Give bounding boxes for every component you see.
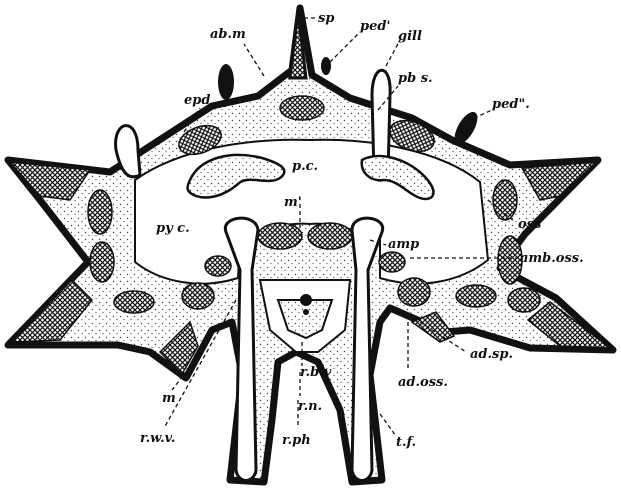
label-pyc: py c.: [156, 221, 190, 236]
lateral-ossicle: [90, 242, 114, 282]
lateral-ossicle: [114, 291, 154, 313]
label-epd: epd: [184, 93, 210, 108]
label-ped2: ped".: [492, 97, 530, 112]
lateral-ossicle: [498, 236, 522, 284]
label-amb-oss: amb.oss.: [520, 251, 584, 266]
ambulacral-ossicle: [205, 256, 231, 276]
lateral-ossicle: [508, 288, 540, 312]
label-mprime: m': [284, 195, 302, 210]
label-rph: r.ph: [282, 433, 311, 448]
adambulacral-ossicle: [182, 283, 214, 309]
ambulacral-ossicle: [258, 223, 302, 249]
label-ped1: ped': [360, 19, 390, 34]
adambulacral-ossicle: [398, 278, 430, 306]
radial-water-vessel: [300, 294, 312, 306]
label-gill: gill: [398, 29, 422, 44]
dorsal-ossicle: [280, 96, 324, 120]
label-pc: p.c.: [292, 159, 318, 174]
pedicellaria: [218, 64, 234, 100]
label-rwv: r.w.v.: [140, 431, 175, 446]
label-pbs: pb s.: [398, 71, 433, 86]
lateral-ossicle: [456, 285, 496, 307]
label-rn: r.n.: [298, 399, 322, 414]
label-sp: sp: [318, 11, 334, 26]
label-rbv: r.b.v: [300, 365, 332, 380]
label-oss: oss: [518, 217, 542, 232]
label-ad-oss: ad.oss.: [398, 375, 448, 390]
ambulacral-ossicle: [379, 252, 405, 272]
pedicellaria: [321, 57, 331, 75]
lateral-ossicle: [88, 190, 112, 234]
label-m: m: [162, 391, 176, 406]
ambulacral-ossicle: [308, 223, 352, 249]
radial-blood-vessel: [303, 309, 309, 315]
label-ad-sp: ad.sp.: [470, 347, 513, 362]
label-abm: ab.m: [210, 27, 246, 42]
label-amp: amp: [388, 237, 419, 252]
label-tf: t.f.: [396, 435, 416, 450]
